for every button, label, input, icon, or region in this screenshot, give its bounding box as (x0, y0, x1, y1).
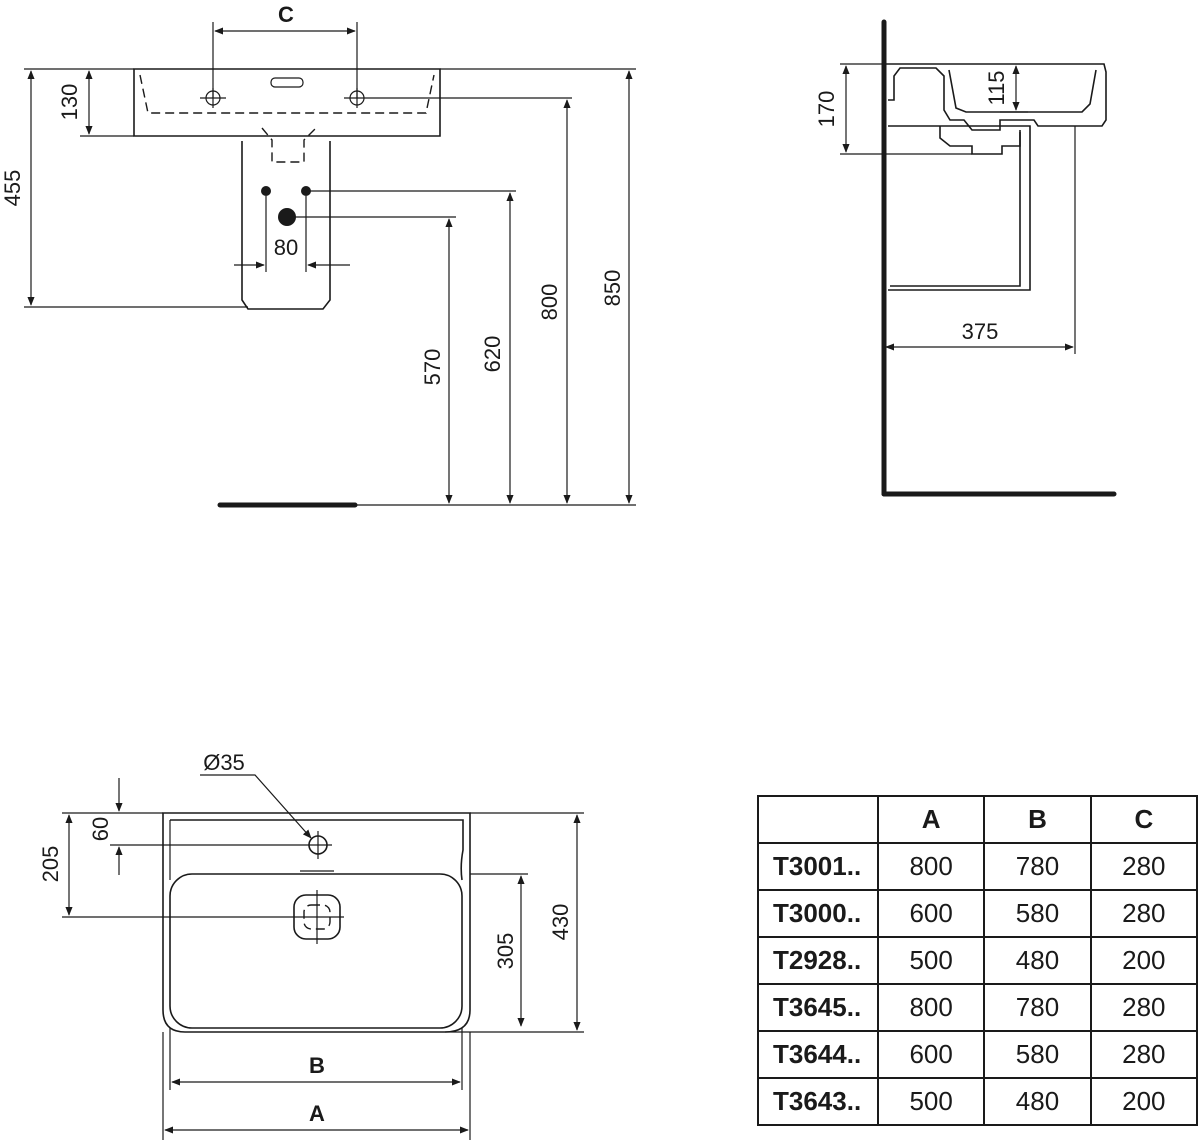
table-header-c: C (1089, 795, 1199, 844)
dim-170: 170 (814, 91, 839, 128)
tap-hole-plan-icon (304, 831, 332, 859)
cell-b: 580 (983, 889, 1092, 938)
cell-a: 600 (876, 889, 986, 938)
table-header-b: B (983, 795, 1092, 844)
cell-b: 780 (983, 983, 1092, 1032)
dim-80: 80 (274, 235, 298, 260)
table-row: T3644.. 600 580 280 (757, 1030, 1199, 1079)
table-row: T3645.. 800 780 280 (757, 983, 1199, 1032)
product-code: T3643.. (757, 1077, 879, 1126)
dim-130: 130 (57, 84, 82, 121)
dimension-table: A B C T3001.. 800 780 280 T3000.. 600 58… (757, 795, 1199, 1126)
cell-b: 480 (983, 936, 1092, 985)
dim-375: 375 (962, 319, 999, 344)
dim-d35: Ø35 (203, 750, 245, 775)
label-b: B (309, 1053, 325, 1078)
table-header-a: A (876, 795, 986, 844)
basin-front-outline (133, 68, 441, 137)
plan-view: Ø35 60 205 305 430 B A (38, 750, 584, 1140)
product-code: T3000.. (757, 889, 879, 938)
label-c: C (278, 2, 294, 27)
cell-a: 600 (876, 1030, 986, 1079)
cell-a: 500 (876, 936, 986, 985)
cell-a: 800 (876, 842, 986, 891)
table-row: T3643.. 500 480 200 (757, 1077, 1199, 1126)
dim-205: 205 (38, 846, 63, 883)
cell-b: 780 (983, 842, 1092, 891)
cell-c: 280 (1089, 889, 1199, 938)
cell-c: 280 (1089, 842, 1199, 891)
basin-plan-deck (170, 819, 464, 881)
dim-115: 115 (984, 70, 1009, 105)
cell-b: 580 (983, 1030, 1092, 1079)
product-code: T2928.. (757, 936, 879, 985)
product-code: T3001.. (757, 842, 879, 891)
supply-point-left-icon (261, 186, 271, 196)
cell-a: 500 (876, 1077, 986, 1126)
basin-side-inner (948, 69, 1097, 113)
table-header-empty (757, 795, 879, 844)
label-a: A (309, 1101, 325, 1126)
dim-455: 455 (0, 170, 25, 207)
dim-850: 850 (600, 270, 625, 307)
cell-c: 200 (1089, 1077, 1199, 1126)
dim-800: 800 (537, 284, 562, 321)
front-view: C 455 130 80 570 620 800 850 (0, 2, 636, 508)
table-row: T2928.. 500 480 200 (757, 936, 1199, 985)
cell-c: 280 (1089, 983, 1199, 1032)
pedestal-front-outline (241, 141, 331, 310)
overflow-slot-icon (270, 77, 304, 88)
dim-430: 430 (548, 904, 573, 941)
table-header-row: A B C (757, 795, 1199, 844)
cell-a: 800 (876, 983, 986, 1032)
cell-c: 280 (1089, 1030, 1199, 1079)
leader-line-d35 (200, 774, 312, 839)
basin-front-inner-dashed (139, 74, 435, 114)
product-code: T3645.. (757, 983, 879, 1032)
table-row: T3001.. 800 780 280 (757, 842, 1199, 891)
product-code: T3644.. (757, 1030, 879, 1079)
basin-plan-bowl (169, 873, 463, 1029)
side-view: 170 115 375 (814, 19, 1117, 497)
cell-b: 480 (983, 1077, 1092, 1126)
table-row: T3000.. 600 580 280 (757, 889, 1199, 938)
waste-trap-dashed (261, 127, 317, 163)
pedestal-side-outline (888, 125, 1031, 291)
basin-side-profile (886, 63, 1107, 131)
drain-plan-icon (290, 890, 344, 944)
dim-60: 60 (88, 817, 113, 841)
dim-305: 305 (493, 933, 518, 970)
cell-c: 200 (1089, 936, 1199, 985)
dim-620: 620 (480, 336, 505, 373)
dim-570: 570 (420, 349, 445, 386)
